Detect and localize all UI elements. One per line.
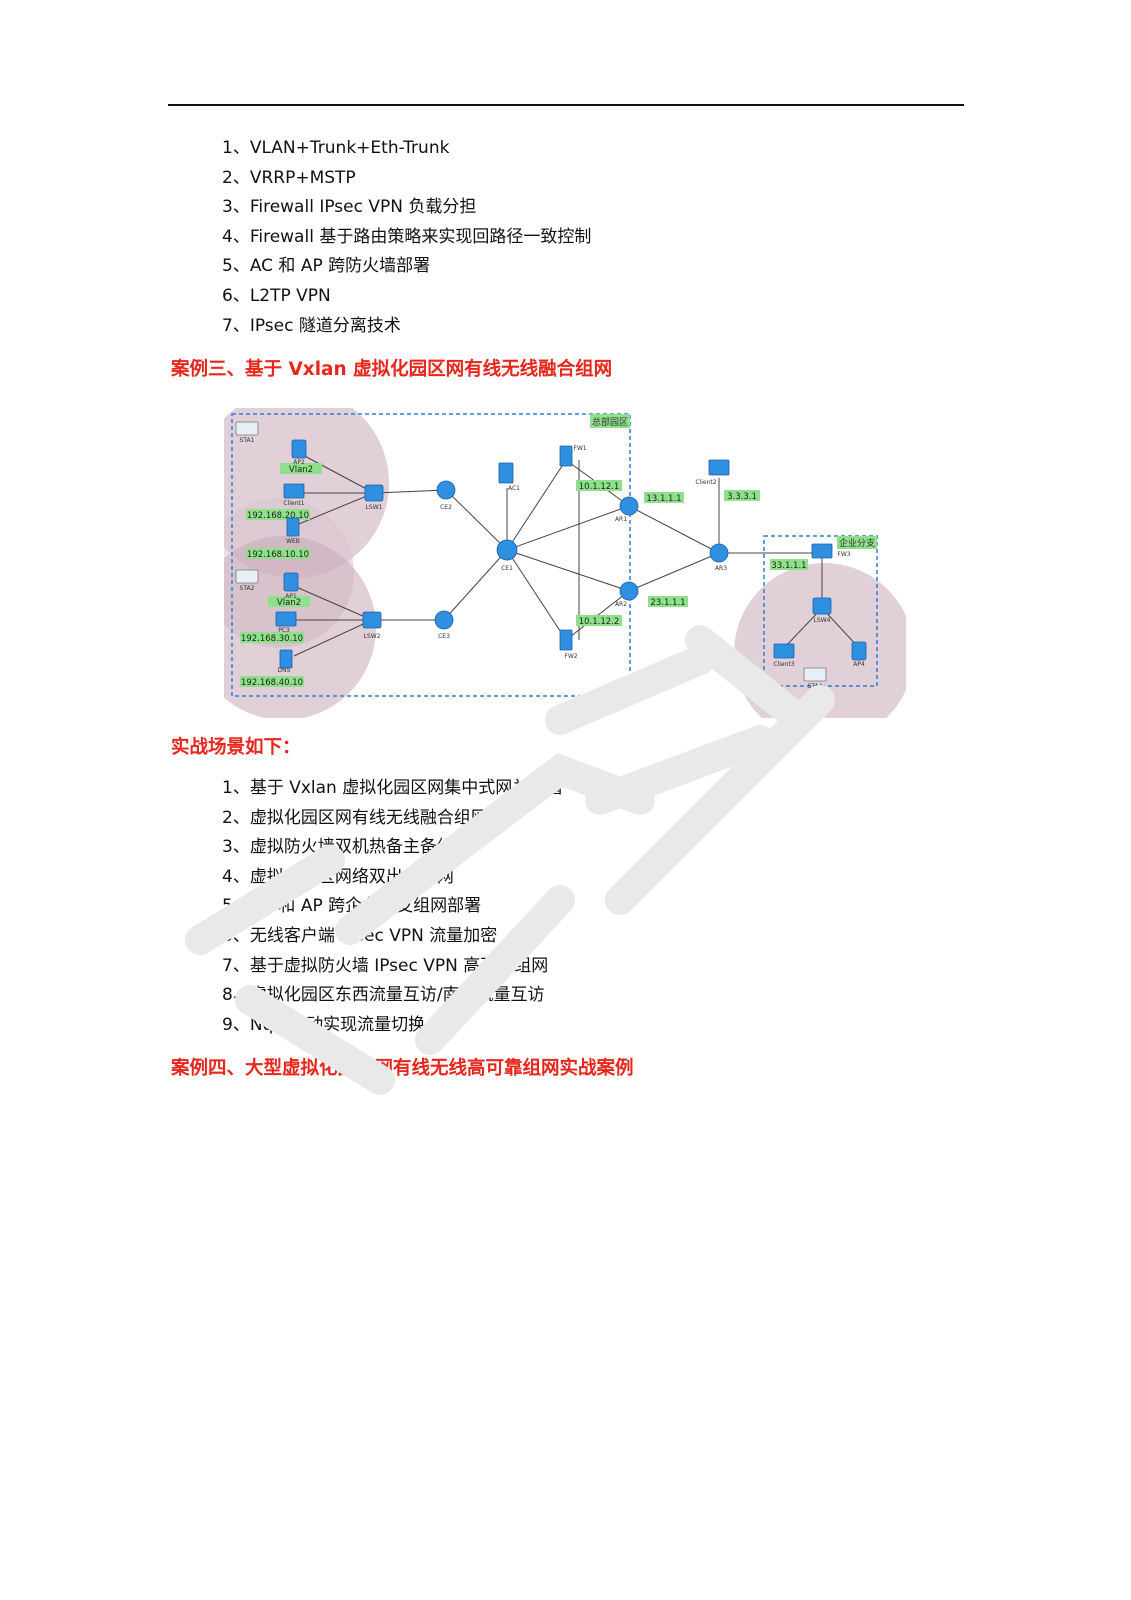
- device-label: AP1: [285, 593, 297, 600]
- ap2-icon: [291, 439, 307, 459]
- feature-list-case2: 1、VLAN+Trunk+Eth-Trunk 2、VRRP+MSTP 3、Fir…: [222, 134, 591, 341]
- list-item: 6、无线客户端 IPsec VPN 流量加密: [222, 925, 498, 946]
- fw1-icon: [559, 445, 573, 467]
- list-item: 3、Firewall IPsec VPN 负载分担: [222, 197, 477, 218]
- list-item: 3、虚拟防火墙双机热备主备组网: [222, 837, 471, 858]
- device-label: AP2: [293, 459, 305, 466]
- sta1-icon: [235, 421, 259, 436]
- ip-label: 192.168.30.10: [241, 634, 303, 644]
- list-item: 4、Firewall 基于路由策略来实现回路径一致控制: [222, 226, 592, 247]
- device-label: AP4: [853, 661, 865, 668]
- ap1-icon: [283, 572, 299, 592]
- device-label: LSW2: [364, 633, 381, 640]
- ip-label: 3.3.3.1: [727, 492, 757, 502]
- device-label: CE1: [501, 565, 513, 572]
- list-item: 5、AC 和 AP 跨防火墙部署: [222, 256, 431, 277]
- ip-label: 192.168.10.10: [247, 550, 309, 560]
- ip-label: 13.1.1.1: [646, 494, 681, 504]
- ce2-icon: [436, 480, 456, 500]
- device-label: STA4: [808, 683, 823, 690]
- scenarios-heading: 实战场景如下：: [171, 737, 301, 758]
- device-label: AR2: [615, 601, 627, 608]
- list-item: 7、基于虚拟防火墙 IPsec VPN 高可靠组网: [222, 955, 549, 976]
- device-label: STA2: [240, 585, 255, 592]
- ip-label: 23.1.1.1: [650, 598, 685, 608]
- client3-icon: [773, 643, 795, 659]
- device-label: AR1: [615, 516, 627, 523]
- ip-label: 10.1.12.1: [579, 482, 620, 492]
- device-label: FW3: [837, 551, 850, 558]
- ip-label: 192.168.40.10: [241, 678, 303, 688]
- list-item: 2、VRRP+MSTP: [222, 167, 356, 188]
- device-label: FW2: [564, 653, 577, 660]
- list-item: 1、VLAN+Trunk+Eth-Trunk: [222, 138, 450, 158]
- ac1-icon: [498, 462, 514, 484]
- list-item: 4、虚拟化园区网络双出口组网: [222, 866, 454, 887]
- scenario-list: 1、基于 Vxlan 虚拟化园区网集中式网关部署 2、虚拟化园区网有线无线融合组…: [222, 774, 563, 1040]
- fw2-icon: [559, 629, 573, 651]
- pc3-icon: [275, 611, 297, 627]
- list-item: 8、虚拟化园区东西流量互访/南北流量互访: [222, 985, 545, 1006]
- lsw2-icon: [362, 611, 382, 629]
- ar1-icon: [619, 496, 639, 516]
- ip-label: 33.1.1.1: [771, 561, 806, 571]
- device-label: STA1: [240, 437, 255, 444]
- device-label: AR3: [715, 565, 727, 572]
- ip-label: Vlan2: [289, 465, 313, 475]
- dns-server-icon: [279, 649, 293, 669]
- header-rule: [168, 104, 964, 106]
- list-item: 2、虚拟化园区网有线无线融合组网: [222, 807, 488, 828]
- sta4-icon: [803, 667, 827, 682]
- device-label: DNS: [278, 667, 291, 674]
- device-label: Client1: [283, 500, 304, 507]
- ce1-icon: [496, 539, 518, 561]
- device-label: Client2: [695, 479, 716, 486]
- list-item: 7、IPsec 隧道分离技术: [222, 315, 401, 336]
- ce3-icon: [434, 610, 454, 630]
- device-label: LSW4: [814, 617, 831, 624]
- ap4-icon: [851, 641, 867, 661]
- client1-icon: [283, 483, 305, 499]
- sta2-icon: [235, 569, 259, 584]
- device-label: CE3: [438, 633, 450, 640]
- ar2-icon: [619, 581, 639, 601]
- list-item: 1、基于 Vxlan 虚拟化园区网集中式网关部署: [222, 778, 564, 798]
- device-label: PC3: [278, 627, 290, 634]
- ip-label: Vlan2: [277, 598, 301, 608]
- region-hq-label: 总部园区: [592, 416, 628, 428]
- network-topology-diagram: 总部园区 企业分支 Vlan2 192.168.20.10: [224, 408, 906, 718]
- device-label: WEB: [286, 538, 300, 545]
- lsw1-icon: [364, 484, 384, 502]
- ar3-icon: [709, 543, 729, 563]
- list-item: 6、L2TP VPN: [222, 285, 331, 306]
- device-label: CE2: [440, 504, 452, 511]
- ip-label: 192.168.20.10: [247, 511, 309, 521]
- region-branch-label: 企业分支: [839, 537, 875, 549]
- fw3-icon: [811, 543, 833, 559]
- client2-icon: [708, 459, 730, 476]
- device-label: Client3: [773, 661, 794, 668]
- list-item: 5、AC 和 AP 跨企业分支组网部署: [222, 896, 482, 917]
- device-label: FW1: [573, 445, 586, 452]
- ip-label: 10.1.12.2: [579, 617, 620, 627]
- list-item: 9、Nqa 联动实现流量切换: [222, 1014, 426, 1035]
- device-label: LSW1: [366, 504, 383, 511]
- device-label: AC1: [508, 485, 520, 492]
- case4-heading: 案例四、大型虚拟化园区网有线无线高可靠组网实战案例: [171, 1058, 634, 1079]
- case3-heading: 案例三、基于 Vxlan 虚拟化园区网有线无线融合组网: [171, 359, 613, 380]
- web-server-icon: [286, 517, 300, 537]
- lsw4-icon: [812, 597, 832, 615]
